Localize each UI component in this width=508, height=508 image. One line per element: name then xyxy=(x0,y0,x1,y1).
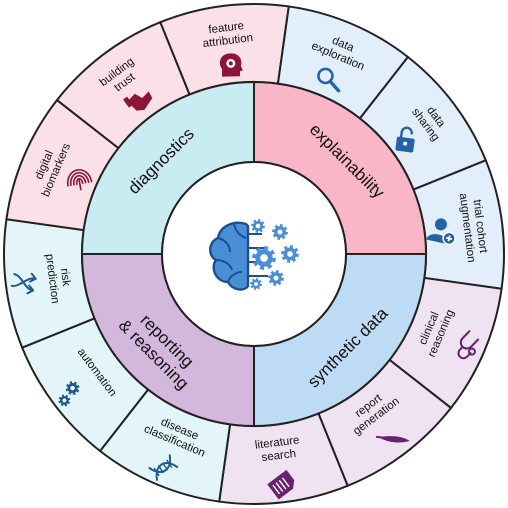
segment-label-line: risk xyxy=(58,268,72,287)
segment-data-exploration: dataexploration xyxy=(276,5,410,120)
segment-clinical-reasoning: clinicalreasoning xyxy=(388,276,503,410)
center-circle xyxy=(161,161,347,347)
segment-digital-biomarkers: digitalbiomarkers xyxy=(5,98,120,232)
brain-gears-icon xyxy=(209,219,299,291)
document-icon xyxy=(267,469,295,500)
head-target-icon xyxy=(219,53,243,77)
stethoscope-icon xyxy=(457,330,480,360)
segment-report-generation: reportgeneration xyxy=(317,358,453,488)
user-plus-icon xyxy=(426,218,456,246)
segment-label-line: literature xyxy=(254,434,300,451)
segment-building-trust: buildingtrust xyxy=(55,20,191,150)
quadrant-diagnostics: diagnostics xyxy=(80,80,255,255)
quadrant-reporting-reasoning: reporting& reasoning xyxy=(80,253,255,428)
quill-icon xyxy=(375,435,410,443)
gears-icon xyxy=(58,381,80,407)
segment-label-line: search xyxy=(261,448,297,464)
segment-label-literature-search: literaturesearch xyxy=(254,434,301,464)
segment-label-line: feature xyxy=(208,20,245,36)
segment-disease-classification: diseaseclassification xyxy=(98,388,232,503)
dna-icon xyxy=(148,454,179,481)
quadrant-explainability: explainability xyxy=(253,80,428,255)
magnifier-icon xyxy=(317,67,341,93)
shuffle-arrows-icon xyxy=(10,272,37,295)
segment-literature-search: literaturesearch xyxy=(218,412,349,505)
outer-ring: riskpredictiondigitalbiomarkersbuildingt… xyxy=(3,3,505,505)
fingerprint-icon xyxy=(66,168,93,191)
padlock-icon xyxy=(395,126,415,153)
handshake-icon xyxy=(123,91,153,111)
